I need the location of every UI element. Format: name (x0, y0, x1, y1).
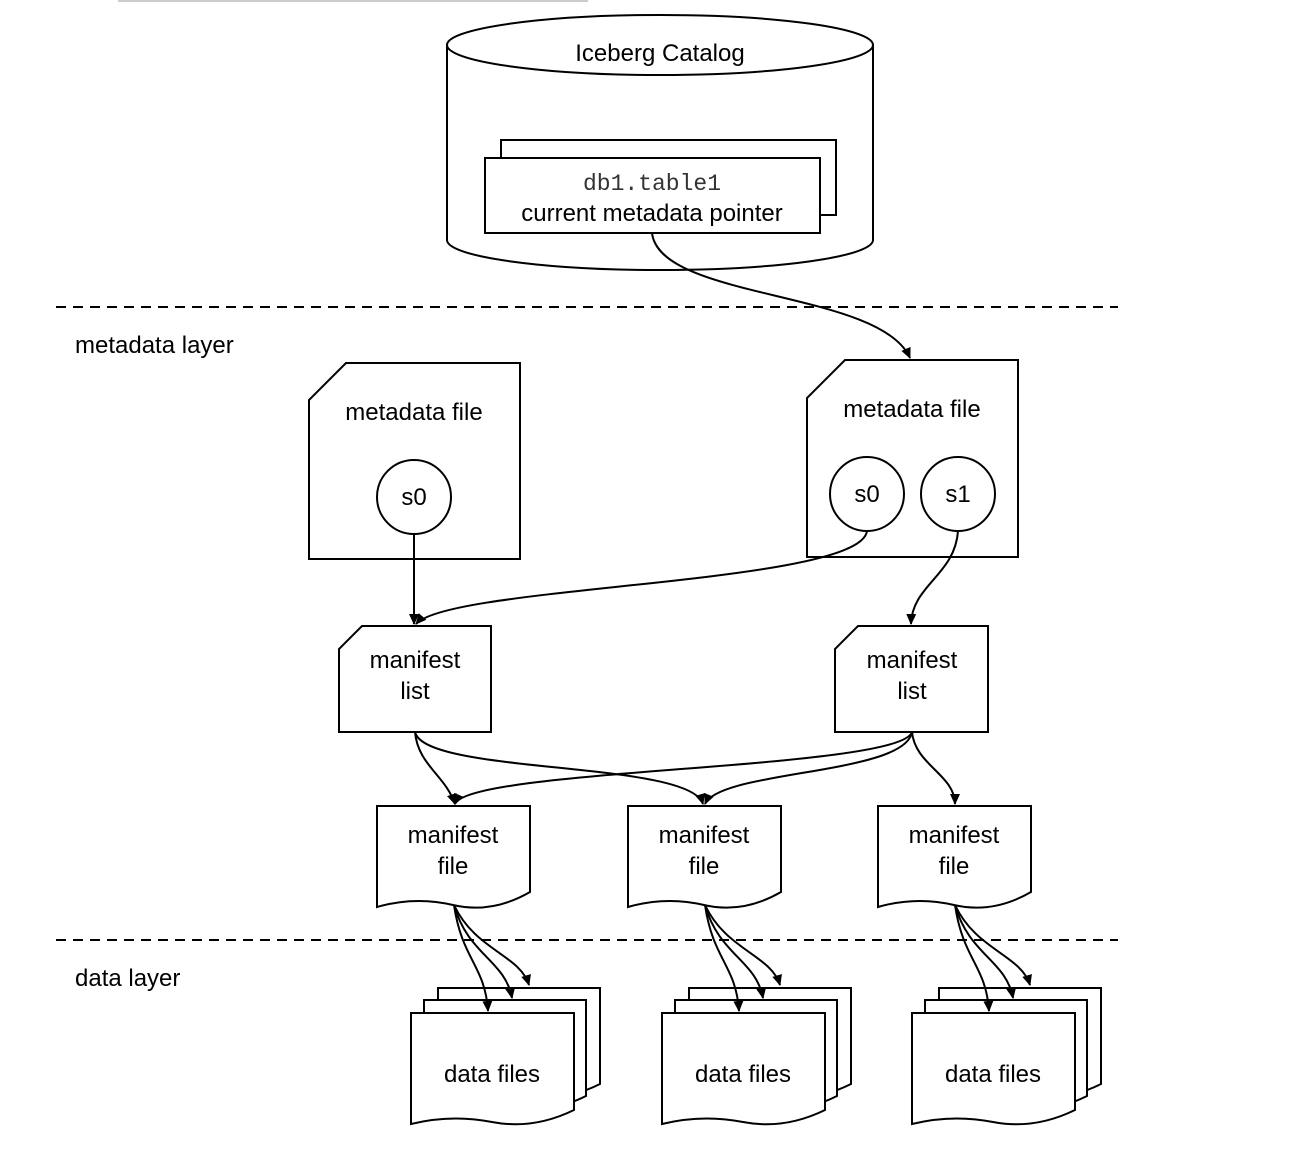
catalog-cylinder-top (446, 14, 874, 76)
manifest-file-2-line1: manifest (659, 822, 750, 849)
data-files-3-front (911, 1012, 1076, 1126)
manifest-list-to-manifest-file-arrow (414, 731, 705, 805)
manifest-file-to-data-files-arrow (704, 904, 782, 986)
manifest-list-to-manifest-file-arrow (911, 731, 960, 805)
metadata-file-1: metadata file s0 (308, 362, 521, 560)
data-files-1-front (410, 1012, 575, 1126)
manifest-file-3-shape (877, 805, 1032, 909)
manifest-list-1-line1: manifest (370, 647, 461, 674)
manifest-list-to-manifest-file-arrow (704, 731, 913, 805)
manifest-file-1-line1: manifest (408, 822, 499, 849)
manifest-file-to-data-files-arrow (453, 904, 493, 1012)
manifest-list-1: manifest list (338, 625, 492, 733)
manifest-file-to-data-files-arrow (704, 904, 767, 999)
manifest-file-to-data-files-arrow (453, 904, 531, 986)
metadata-file-2-label: metadata file (843, 396, 980, 423)
snapshot-label: s0 (854, 481, 879, 508)
data-files-3-label: data files (945, 1061, 1041, 1088)
manifest-file-to-data-files-arrow (704, 904, 744, 1012)
manifest-file-3: manifest file (877, 805, 1032, 909)
metadata-file-2: metadata file s0 s1 (806, 359, 1019, 558)
metadata-pointer-card: db1.table1 current metadata pointer (484, 139, 837, 234)
manifest-file-2-shape (627, 805, 782, 909)
data-files-1-label: data files (444, 1061, 540, 1088)
manifest-list-1-line2: list (400, 678, 430, 705)
manifest-file-1: manifest file (376, 805, 531, 909)
pointer-to-metadata-file-arrow (651, 232, 911, 359)
snapshot-label: s1 (945, 481, 970, 508)
metadata-file-2-shape (806, 359, 1019, 558)
table-name: db1.table1 (583, 171, 721, 197)
manifest-file-to-data-files-arrow (954, 904, 994, 1012)
catalog-title: Iceberg Catalog (575, 40, 744, 67)
manifest-list-to-manifest-file-arrow (414, 731, 457, 805)
manifest-file-1-line2: file (438, 853, 469, 880)
manifest-file-2-line2: file (689, 853, 720, 880)
manifest-file-3-line2: file (939, 853, 970, 880)
data-layer-label: data layer (75, 965, 180, 992)
data-files-2: data files (661, 987, 852, 1126)
manifest-file-to-data-files-arrow (453, 904, 516, 999)
pointer-card-front (484, 157, 821, 234)
data-files-2-front (661, 1012, 826, 1126)
manifest-file-3-line1: manifest (909, 822, 1000, 849)
snapshot-to-manifest-list-arrow (415, 530, 868, 625)
manifest-file-2: manifest file (627, 805, 782, 909)
manifest-file-to-data-files-arrow (954, 904, 1032, 986)
manifest-list-2-line2: list (897, 678, 927, 705)
snapshot-label: s0 (401, 484, 426, 511)
pointer-label: current metadata pointer (521, 200, 782, 227)
edges (409, 232, 1032, 1012)
manifest-list-2-line1: manifest (867, 647, 958, 674)
data-files-2-label: data files (695, 1061, 791, 1088)
data-files-1: data files (410, 987, 601, 1126)
metadata-file-1-label: metadata file (345, 399, 482, 426)
manifest-list-to-manifest-file-arrow (454, 731, 913, 805)
manifest-file-1-shape (376, 805, 531, 909)
snapshot-to-manifest-list-arrow (906, 530, 959, 625)
data-files-3: data files (911, 987, 1102, 1126)
manifest-list-2: manifest list (834, 625, 989, 733)
metadata-layer-label: metadata layer (75, 332, 234, 359)
manifest-file-to-data-files-arrow (954, 904, 1017, 999)
